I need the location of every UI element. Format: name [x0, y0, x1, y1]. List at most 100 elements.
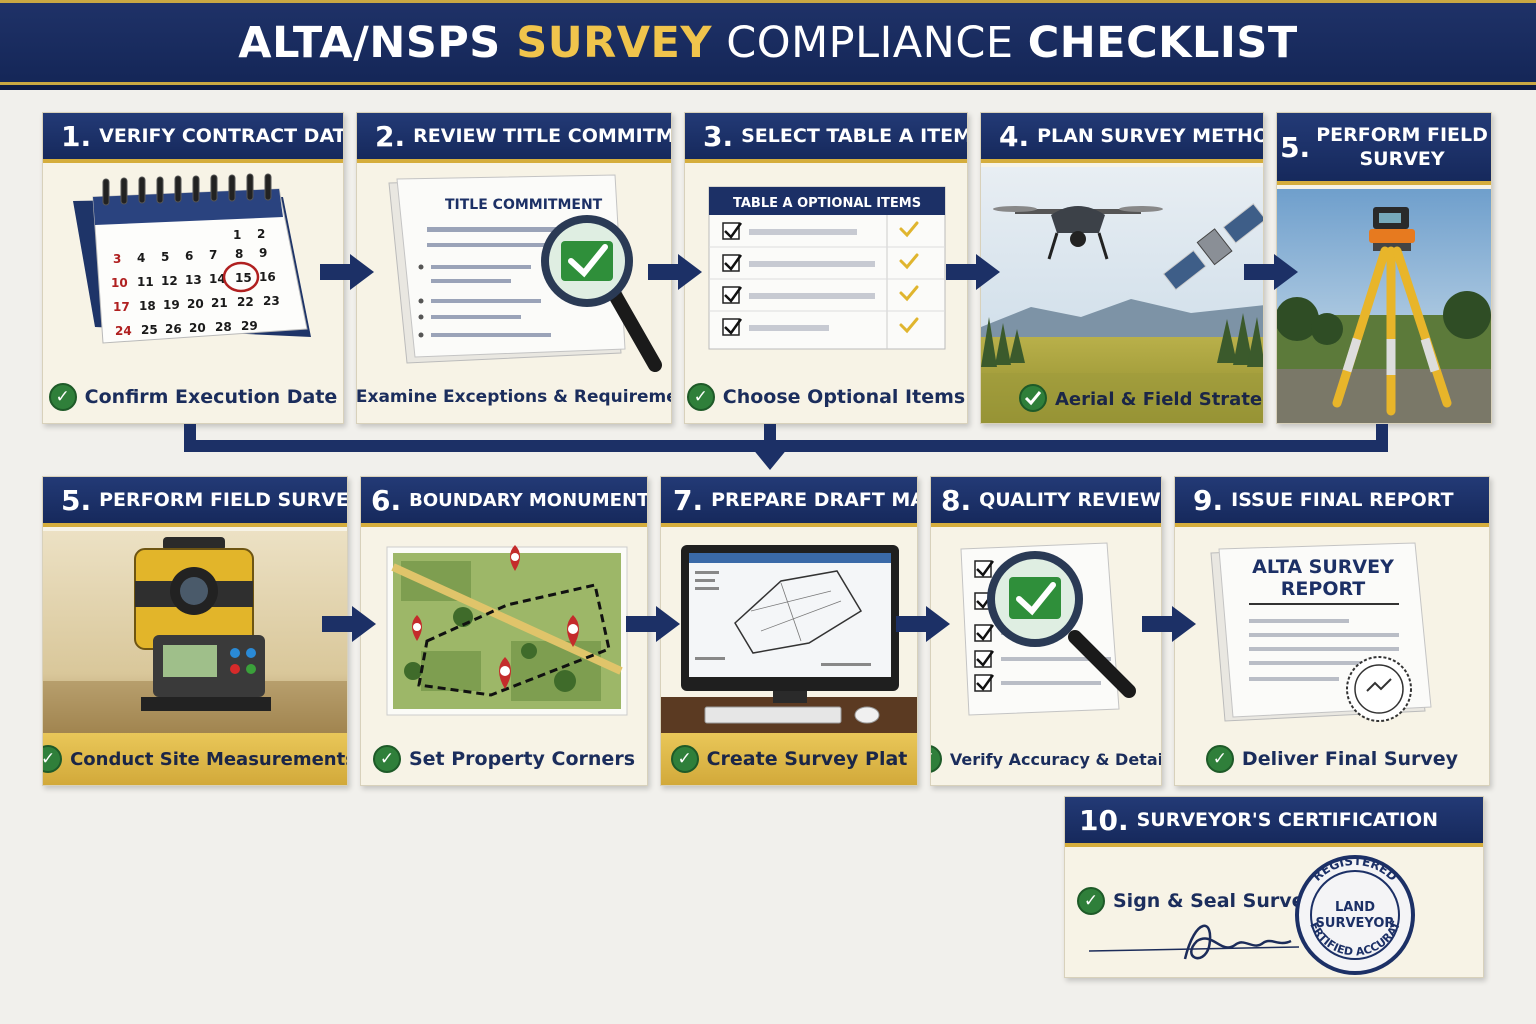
step-caption-7: ✓ Create Survey Plat	[661, 733, 917, 785]
report-title-line2: REPORT	[1281, 578, 1365, 600]
calendar-day: 9	[259, 246, 267, 260]
step-card-10: 10. SURVEYOR'S CERTIFICATION ✓ Sign & Se…	[1064, 796, 1484, 978]
signature-icon	[1088, 924, 1300, 960]
table-a-illustration: TABLE A OPTIONAL ITEMS	[685, 167, 967, 371]
total-station-illustration	[43, 531, 347, 735]
check-icon: ✓	[372, 745, 401, 773]
surveyor-seal-icon: REGISTERED CERTIFIED ACCURATE LAND SURVE…	[1281, 851, 1415, 975]
title-part-survey: SURVEY	[516, 17, 713, 68]
calendar-day: 3	[113, 252, 121, 266]
step-header-10: 10. SURVEYOR'S CERTIFICATION	[1065, 797, 1483, 847]
caption-text: Confirm Execution Date	[84, 386, 338, 408]
calendar-day: 6	[185, 249, 193, 263]
calendar-day: 2	[257, 227, 265, 241]
title-part-alta: ALTA/NSPS	[238, 17, 517, 68]
step-card-8: 8. QUALITY REVIEW ✓ Verify Accuracy & De…	[930, 476, 1162, 786]
step-title-line2: SURVEY	[1359, 148, 1445, 170]
step-header-8: 8. QUALITY REVIEW	[931, 477, 1161, 527]
connector-line	[184, 424, 196, 444]
step-header-3: 3. SELECT TABLE A ITEMS	[685, 113, 967, 163]
calendar-day: 19	[163, 298, 180, 312]
check-icon: ✓	[686, 383, 715, 411]
calendar-day: 12	[161, 274, 178, 288]
calendar-day: 20	[189, 321, 206, 335]
page-title: ALTA/NSPS SURVEY COMPLIANCE CHECKLIST	[238, 18, 1297, 68]
calendar-day: 5	[161, 250, 169, 264]
calendar-day: 26	[165, 322, 182, 336]
step-number: 4.	[999, 119, 1030, 153]
document-title: TITLE COMMITMENT	[445, 197, 603, 213]
calendar-day: 29	[241, 319, 258, 333]
step-title: VERIFY CONTRACT DATE	[99, 125, 343, 147]
map-pin-icon	[412, 615, 422, 641]
step-caption-6: ✓ Set Property Corners	[361, 733, 647, 785]
caption-text: Choose Optional Items	[722, 386, 966, 408]
calendar-day: 4	[137, 251, 145, 265]
connector-line	[184, 440, 1388, 452]
calendar-day: 22	[237, 295, 254, 309]
step-number: 2.	[375, 119, 406, 153]
step-header-2: 2. REVIEW TITLE COMMITMENT	[357, 113, 671, 163]
flow-arrow-icon	[322, 606, 376, 642]
check-icon: ✓	[1205, 745, 1234, 773]
calendar-day: 20	[187, 297, 204, 311]
seal-mid-text: LAND	[1335, 900, 1375, 915]
step-card-5: 5. PERFORM FIELD SURVEY ✓ Conduct Site M…	[42, 476, 348, 786]
step-card-5-top: 5. PERFORM FIELD SURVEY	[1276, 112, 1492, 424]
step-caption-5: ✓ Conduct Site Measurements	[43, 733, 347, 785]
step-header-5: 5. PERFORM FIELD SURVEY	[43, 477, 347, 527]
flow-arrow-icon	[1244, 254, 1298, 290]
step-number: 5.	[61, 483, 92, 517]
calendar-day: 18	[139, 299, 156, 313]
final-report-illustration: ALTA SURVEY REPORT	[1175, 531, 1489, 733]
connector-line	[1376, 424, 1388, 444]
caption-text: Examine Exceptions & Requirements	[356, 387, 671, 407]
tripod-illustration	[1277, 189, 1491, 423]
calendar-day: 7	[209, 248, 217, 262]
step-title: SELECT TABLE A ITEMS	[741, 125, 967, 147]
step-card-9: 9. ISSUE FINAL REPORT ALTA SURVEY REPORT…	[1174, 476, 1490, 786]
step-caption-1: ✓ Confirm Execution Date	[43, 371, 343, 423]
step-card-3: 3. SELECT TABLE A ITEMS TABLE A OPTIONAL…	[684, 112, 968, 424]
step-number: 10.	[1079, 803, 1129, 837]
quality-review-illustration	[931, 531, 1161, 733]
calendar-day: 25	[141, 323, 158, 337]
flow-arrow-icon	[320, 254, 374, 290]
computer-plat-illustration	[661, 531, 917, 735]
map-pin-icon	[510, 545, 520, 571]
calendar-day: 17	[113, 300, 130, 314]
check-icon: ✓	[43, 745, 63, 773]
step-number: 7.	[673, 483, 704, 517]
report-title-line1: ALTA SURVEY	[1252, 556, 1394, 578]
notary-seal-icon	[1346, 656, 1412, 722]
step-caption-10: ✓ Sign & Seal Survey	[1077, 887, 1317, 915]
step-header-7: 7. PREPARE DRAFT MAP	[661, 477, 917, 527]
step-number: 1.	[61, 119, 92, 153]
title-banner: ALTA/NSPS SURVEY COMPLIANCE CHECKLIST	[0, 0, 1536, 90]
calendar-day: 23	[263, 294, 280, 308]
calendar-day: 8	[235, 247, 243, 261]
calendar-illustration: 1 2 3 4 5 6 7 8 9 10 11 12 13 14 15 16 1…	[43, 167, 343, 371]
step-title: BOUNDARY MONUMENTATION	[409, 489, 647, 511]
step-card-1: 1. VERIFY CONTRACT DATE 1 2 3 4 5 6 7	[42, 112, 344, 424]
date-circle	[222, 261, 260, 293]
satellite-icon	[1162, 203, 1263, 291]
drone-icon	[993, 206, 1163, 260]
step-caption-9: ✓ Deliver Final Survey	[1175, 733, 1489, 785]
step-title: REVIEW TITLE COMMITMENT	[413, 125, 671, 147]
calendar-day: 14	[209, 272, 226, 286]
calendar-day: 16	[259, 270, 276, 284]
title-part-checklist: CHECKLIST	[1027, 17, 1298, 68]
step-card-6: 6. BOUNDARY MONUMENTATION ✓ Set Property…	[360, 476, 648, 786]
step-card-2: 2. REVIEW TITLE COMMITMENT TITLE COMMITM…	[356, 112, 672, 424]
step-title: PERFORM FIELD SURVEY	[99, 489, 347, 511]
step-title: SURVEYOR'S CERTIFICATION	[1136, 809, 1439, 831]
title-commitment-illustration: TITLE COMMITMENT	[357, 167, 671, 372]
map-pin-icon	[567, 615, 579, 647]
check-icon: ✓	[1077, 887, 1105, 915]
caption-text: Conduct Site Measurements	[70, 748, 348, 770]
step-title: PREPARE DRAFT MAP	[711, 489, 917, 511]
flow-arrow-icon	[626, 606, 680, 642]
flow-arrow-icon	[896, 606, 950, 642]
step-caption-3: ✓ Choose Optional Items	[685, 371, 967, 423]
